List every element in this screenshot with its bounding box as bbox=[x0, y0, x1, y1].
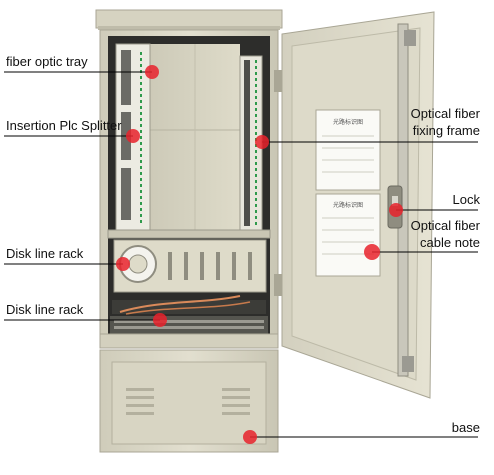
label-base: base bbox=[451, 420, 480, 435]
door-card-upper bbox=[315, 109, 381, 191]
door-card-lower bbox=[315, 193, 381, 277]
label-lock: Lock bbox=[452, 192, 480, 207]
door-card-lower-title: 光路标识图 bbox=[333, 201, 363, 209]
marker-insertion-plc-splitter bbox=[126, 129, 140, 143]
marker-disk-line-rack-upper bbox=[116, 257, 130, 271]
marker-optical-fiber-fixing-frame bbox=[255, 135, 269, 149]
door-card-upper-title: 光路标识图 bbox=[333, 118, 363, 126]
label-disk-line-rack-lower: Disk line rack bbox=[6, 302, 84, 317]
marker-optical-fiber-cable-note bbox=[364, 244, 380, 260]
marker-disk-line-rack-lower bbox=[153, 313, 167, 327]
marker-lock bbox=[389, 203, 403, 217]
label-optical-fiber-fixing-frame-line1: Optical fiber bbox=[410, 106, 480, 121]
disk-line-rack-upper bbox=[113, 239, 267, 293]
door-hinges bbox=[274, 70, 282, 296]
label-optical-fiber-cable-note-line1: Optical fiber bbox=[410, 218, 480, 233]
label-insertion-plc-splitter: Insertion Plc Splitter bbox=[6, 118, 122, 133]
marker-fiber-optic-tray bbox=[145, 65, 159, 79]
label-optical-fiber-fixing-frame-line2: fixing frame bbox=[412, 123, 480, 138]
leader-lines bbox=[4, 71, 478, 438]
cabinet-top-cap bbox=[95, 9, 283, 30]
label-optical-fiber-cable-note-line2: cable note bbox=[420, 235, 480, 250]
cabinet-bottom-edge bbox=[99, 333, 279, 349]
markers bbox=[116, 65, 403, 444]
marker-base bbox=[243, 430, 257, 444]
shelf-divider bbox=[107, 229, 271, 239]
label-disk-line-rack-upper: Disk line rack bbox=[6, 246, 84, 261]
label-fiber-optic-tray: fiber optic tray bbox=[6, 54, 88, 69]
